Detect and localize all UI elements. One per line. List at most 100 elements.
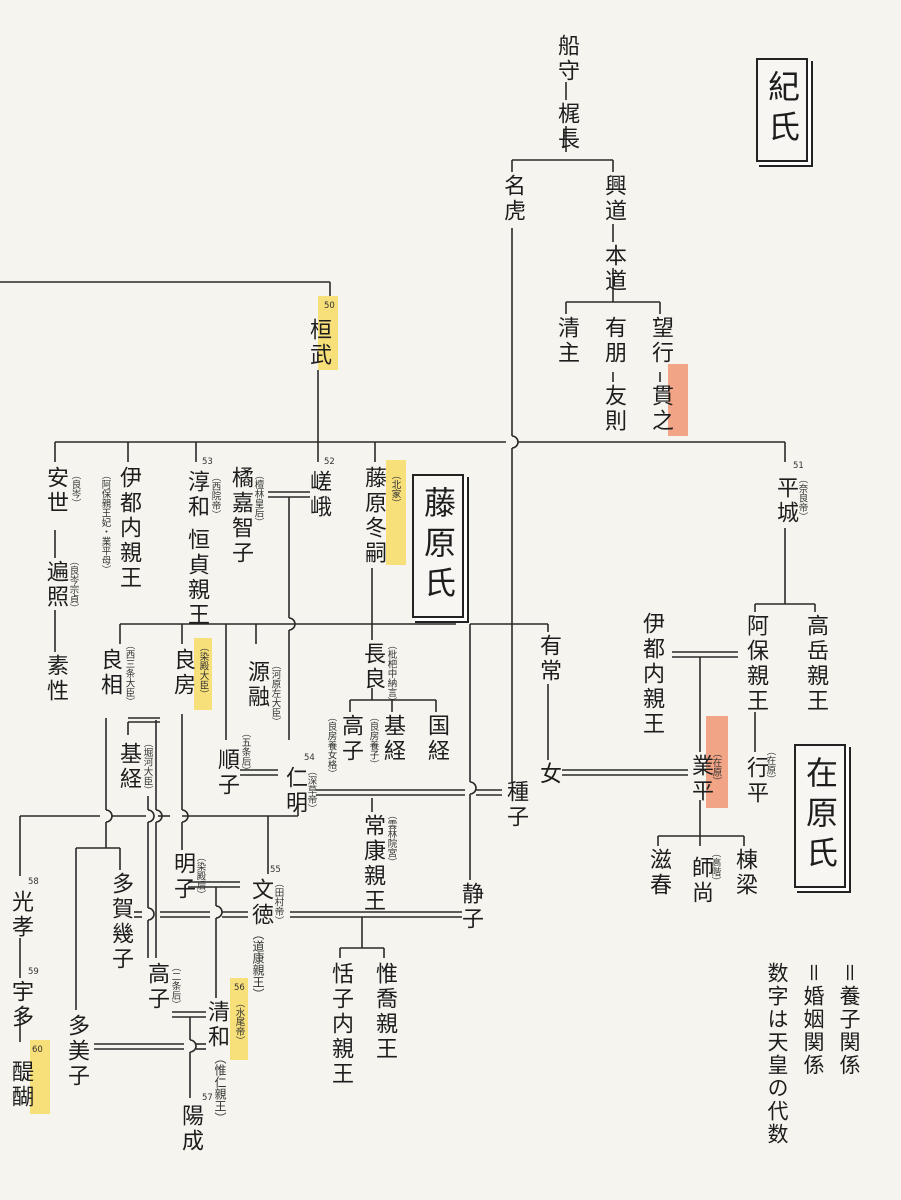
person-ito-naishinno: 伊都内親王 <box>116 466 141 591</box>
note-yoshifusa-title: （染殿大臣） <box>197 642 209 699</box>
person-takaiko: 高子 <box>338 714 363 764</box>
person-kanmu: 桓武 <box>306 318 331 368</box>
person-narihira: 業平 <box>688 754 713 804</box>
emperor-number-junna: 53 <box>202 457 213 467</box>
highlight-daigo <box>30 1040 50 1114</box>
note-toru-title: （河原左大臣） <box>269 660 281 727</box>
note-tsuneyasu-title: （雲林院宮） <box>385 810 397 867</box>
person-junshi: 順子 <box>214 748 239 798</box>
person-yoshimi: 良相 <box>97 648 122 698</box>
note-meishi-title: （染殿后） <box>194 852 206 900</box>
note-yukihira-surname: （在原） <box>764 746 776 784</box>
highlight-fuyutsugu-house <box>386 460 406 565</box>
legend-marriage: ＝婚姻関係 <box>801 962 825 1077</box>
note-henjo-secular: （良岑宗貞） <box>67 556 79 613</box>
person-koko: 光孝 <box>8 890 33 940</box>
person-ito-naishinno-2: 伊都内親王 <box>639 612 664 737</box>
clan-ariwara-box: 在原氏 <box>794 744 846 888</box>
person-motomichi: 本道 <box>601 244 626 294</box>
person-yukihira: 行平 <box>743 756 768 806</box>
person-minamoto-toru: 源融 <box>244 660 269 710</box>
person-taneko: 種子 <box>503 780 528 830</box>
note-seiwa-title: （水尾帝） <box>233 998 245 1046</box>
person-shizuko: 静子 <box>458 882 483 932</box>
person-tsurayuki: 貫之 <box>648 384 673 434</box>
clan-fujiwara-box: 藤原氏 <box>412 474 464 618</box>
emperor-number-saga: 52 <box>324 457 335 467</box>
highlight-kanmu <box>318 296 338 370</box>
person-aritsune: 有常 <box>536 634 561 684</box>
person-tsuneyo-shinno: 恒貞親王 <box>184 528 209 628</box>
person-kiyonushi: 清主 <box>554 316 579 366</box>
note-ninmyo-title: （深草帝） <box>305 766 317 814</box>
clan-ki-box: 紀氏 <box>756 58 808 162</box>
legend-adoption: ＝養子関係 <box>837 962 861 1077</box>
person-takaiko-2: 高子 <box>144 962 169 1012</box>
highlight-yoshifusa-title <box>194 638 212 710</box>
person-shigeharu: 滋春 <box>646 848 671 898</box>
person-kajinaga: 梶長 <box>554 102 579 152</box>
person-nagara: 長良 <box>360 642 385 692</box>
person-mototsune-a: 基経 <box>380 714 405 764</box>
person-uda: 宇多 <box>8 980 33 1030</box>
highlight-seiwa-title <box>230 978 248 1060</box>
note-seiwa-name: （惟仁親王） <box>213 1052 227 1124</box>
person-yoshifusa: 良房 <box>170 648 195 698</box>
person-moronao: 師尚 <box>688 856 713 906</box>
emperor-number-koko: 58 <box>28 877 39 887</box>
person-taga-ikushi: 多賀幾子 <box>108 872 133 972</box>
emperor-number-montoku: 55 <box>270 865 281 875</box>
person-ninmyo: 仁明 <box>282 766 307 816</box>
note-nagara-title: （枇杷中納言） <box>385 640 397 707</box>
person-okimichi: 興道 <box>601 174 626 224</box>
emperor-number-uda: 59 <box>28 967 39 977</box>
highlight-tsurayuki <box>668 364 688 436</box>
note-yoshimi-title: （西三条大臣） <box>123 640 135 707</box>
person-mototsune-b: 基経 <box>116 742 141 792</box>
person-montoku: 文徳 <box>248 878 273 928</box>
emperor-number-daigo: 60 <box>32 1045 43 1055</box>
note-moronao-surname: （高階） <box>709 848 721 886</box>
highlight-narihira-surname <box>706 716 728 808</box>
emperor-number-heizei: 51 <box>793 461 804 471</box>
note-ito-mother: （阿保親王妃・業平母） <box>99 470 111 575</box>
person-mochiyuki: 望行 <box>648 316 673 366</box>
person-aritomo: 有朋 <box>601 316 626 366</box>
person-tachibana-kachiko: 橘嘉智子 <box>228 466 253 566</box>
person-fujiwara-fuyutsugu: 藤原冬嗣 <box>361 466 386 566</box>
note-yasuyo-surname: （良岑） <box>69 470 81 508</box>
person-onna: 女 <box>536 762 561 787</box>
emperor-number-kanmu: 50 <box>324 301 335 311</box>
person-meishi: 明子 <box>170 852 195 902</box>
person-muneyana: 棟梁 <box>732 848 757 898</box>
person-yozei: 陽成 <box>178 1104 203 1154</box>
emperor-number-seiwa: 56 <box>234 983 245 993</box>
person-henjo: 遍照 <box>43 560 68 610</box>
note-takaiko-adopted: （良房養女格） <box>325 712 337 779</box>
person-tomonori: 友則 <box>601 384 626 434</box>
legend-numbers: 数字は天皇の代数 <box>765 962 789 1146</box>
person-heizei: 平城 <box>773 476 798 526</box>
person-tsuneyasu-shinno: 常康親王 <box>360 814 385 914</box>
note-montoku-name: （道康親王） <box>251 928 265 1000</box>
person-sosei: 素性 <box>43 654 68 704</box>
note-montoku-title: （田村帝） <box>272 878 284 926</box>
person-saga: 嵯峨 <box>306 470 331 520</box>
note-fuyutsugu-house: （北家） <box>389 470 401 508</box>
person-abo-shinno: 阿保親王 <box>743 614 768 714</box>
note-junna-title: （西院帝） <box>209 472 221 520</box>
person-koreta-shinno: 惟喬親王 <box>372 962 397 1062</box>
emperor-number-ninmyo: 54 <box>304 753 315 763</box>
person-yasuyo: 安世 <box>43 466 68 516</box>
person-seiwa: 清和 <box>204 1000 229 1050</box>
person-natora: 名虎 <box>500 174 525 224</box>
person-yasuko-naishinno: 恬子内親王 <box>328 962 353 1087</box>
note-kachiko-title: （檀林皇后） <box>252 470 264 527</box>
note-narihira-surname: （在原） <box>710 748 722 786</box>
person-kunitsune: 国経 <box>424 714 449 764</box>
note-mototsune-adopted: （良房養子） <box>367 712 379 769</box>
person-takaoka-shinno: 高岳親王 <box>803 614 828 714</box>
emperor-number-yozei: 57 <box>202 1093 213 1103</box>
note-takaiko-title: （二条后） <box>169 962 181 1010</box>
